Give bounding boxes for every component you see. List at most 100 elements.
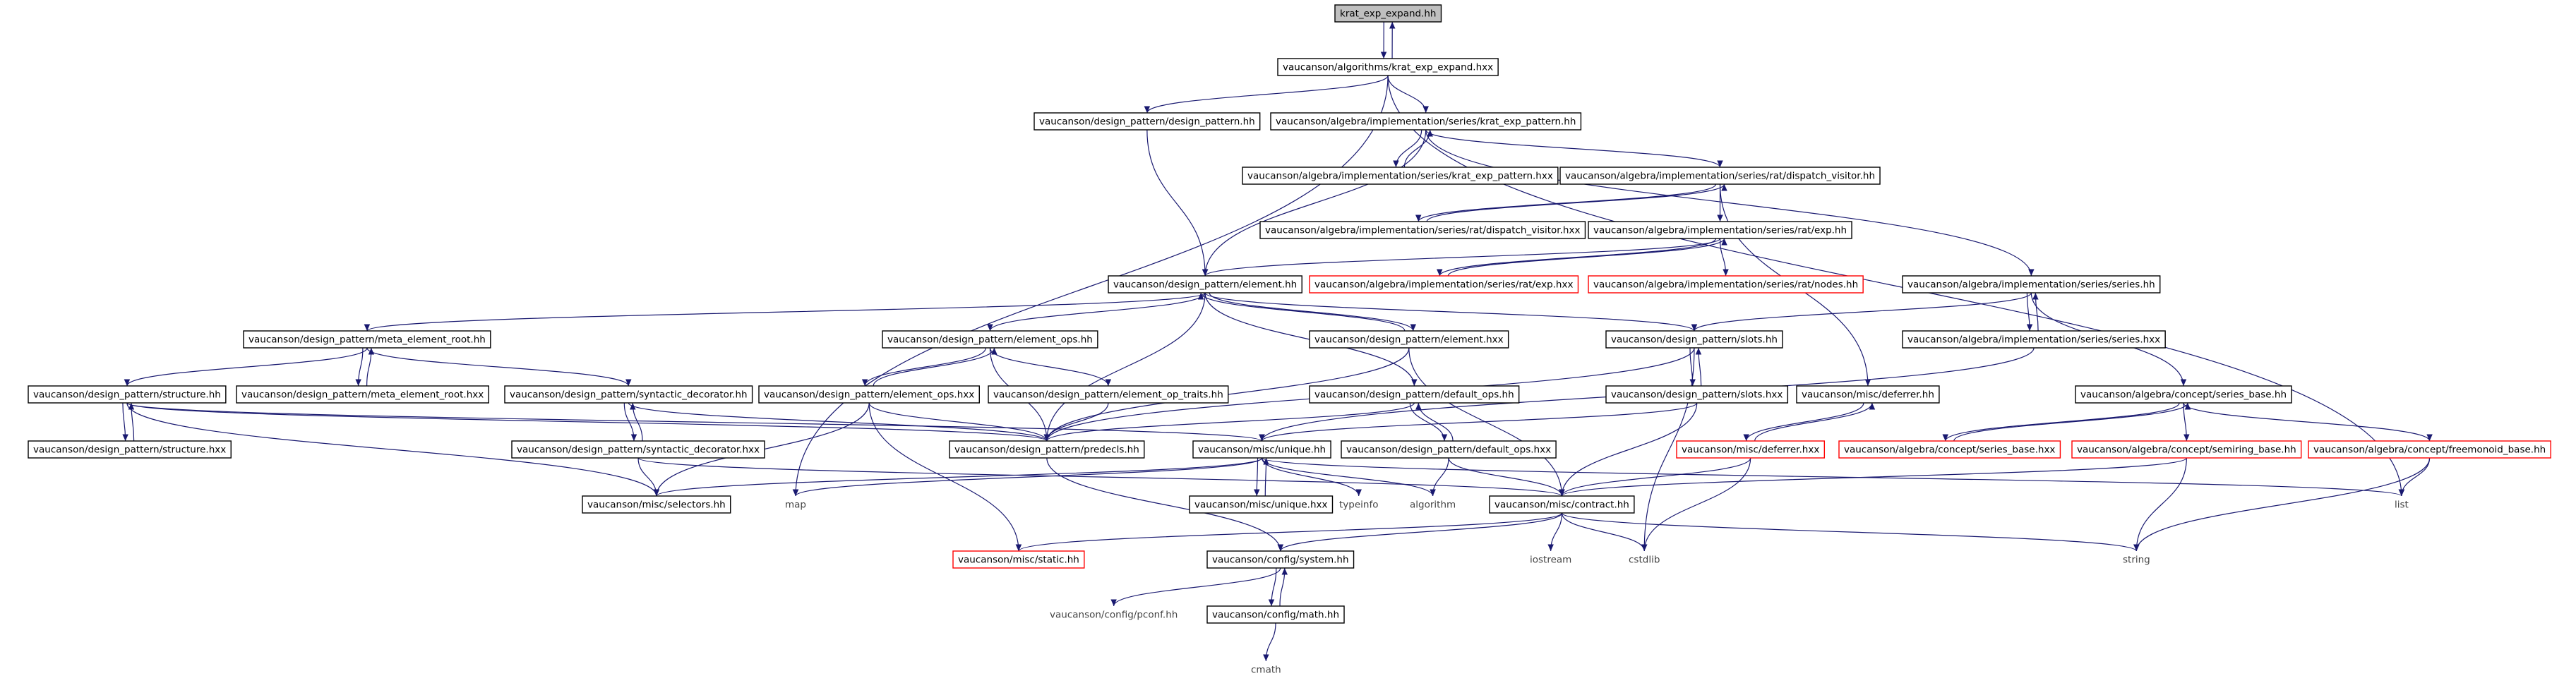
node-vaucanson-design-pattern-default-ops-hxx[interactable]: vaucanson/design_pattern/default_ops.hxx — [1341, 440, 1557, 459]
node-string[interactable]: string — [2118, 551, 2155, 568]
node-label: vaucanson/algebra/concept/semiring_base.… — [2077, 445, 2296, 456]
edge-n34-n46 — [2133, 457, 2431, 552]
node-vaucanson-misc-selectors-hh[interactable]: vaucanson/misc/selectors.hh — [582, 495, 731, 514]
node-vaucanson-design-pattern-design-pattern-hh[interactable]: vaucanson/design_pattern/design_pattern.… — [1034, 112, 1261, 131]
node-vaucanson-misc-deferrer-hxx[interactable]: vaucanson/misc/deferrer.hxx — [1676, 440, 1826, 459]
edge-n43-n47 — [1110, 567, 1281, 607]
node-vaucanson-design-pattern-default-ops-hh[interactable]: vaucanson/design_pattern/default_ops.hh — [1309, 385, 1520, 404]
node-vaucanson-design-pattern-element-hh[interactable]: vaucanson/design_pattern/element.hh — [1108, 275, 1302, 294]
edge-n33-n40 — [1559, 457, 2187, 497]
node-iostream[interactable]: iostream — [1525, 551, 1577, 568]
edge-n26-n17 — [128, 402, 135, 442]
edge-n25-n32 — [1942, 402, 2180, 442]
node-label: vaucanson/algebra/concept/series_base.hh — [2080, 389, 2287, 401]
node-vaucanson-design-pattern-element-ops-hxx[interactable]: vaucanson/design_pattern/element_ops.hxx — [758, 385, 980, 404]
node-label: vaucanson/algebra/implementation/series/… — [1907, 279, 2155, 291]
node-box — [1206, 550, 1355, 569]
edge-n3-n5 — [1425, 129, 1723, 168]
edge-n9-n7 — [1447, 238, 1727, 277]
edge-n12-n19 — [366, 347, 632, 387]
node-vaucanson-design-pattern-element-op-traits-hh[interactable]: vaucanson/design_pattern/element_op_trai… — [988, 385, 1229, 404]
node-typeinfo[interactable]: typeinfo — [1334, 496, 1384, 513]
node-box — [2118, 551, 2155, 568]
node-map[interactable]: map — [780, 496, 811, 513]
node-label: vaucanson/misc/deferrer.hh — [1802, 389, 1934, 401]
node-box — [2071, 440, 2302, 459]
node-vaucanson-design-pattern-predecls-hh[interactable]: vaucanson/design_pattern/predecls.hh — [949, 440, 1145, 459]
node-vaucanson-algebra-concept-series-base-hh[interactable]: vaucanson/algebra/concept/series_base.hh — [2075, 385, 2292, 404]
edge-n30-n40 — [1448, 457, 1565, 497]
node-vaucanson-design-pattern-meta-element-root-hxx[interactable]: vaucanson/design_pattern/meta_element_ro… — [236, 385, 489, 404]
node-vaucanson-algebra-implementation-series-series-hh[interactable]: vaucanson/algebra/implementation/series/… — [1902, 275, 2161, 294]
node-vaucanson-misc-unique-hxx[interactable]: vaucanson/misc/unique.hxx — [1189, 495, 1334, 514]
node-vaucanson-algebra-implementation-series-krat-exp-pattern-hh[interactable]: vaucanson/algebra/implementation/series/… — [1270, 112, 1582, 131]
node-box — [1341, 440, 1557, 459]
node-vaucanson-misc-unique-hh[interactable]: vaucanson/misc/unique.hh — [1192, 440, 1331, 459]
node-box — [504, 385, 753, 404]
node-vaucanson-algebra-implementation-series-series-hxx[interactable]: vaucanson/algebra/implementation/series/… — [1902, 330, 2166, 349]
node-vaucanson-design-pattern-structure-hxx[interactable]: vaucanson/design_pattern/structure.hxx — [28, 440, 232, 459]
node-box — [758, 385, 980, 404]
edge-n25-n33 — [2183, 402, 2190, 442]
node-label: vaucanson/algebra/concept/series_base.hx… — [1844, 445, 2055, 456]
node-vaucanson-design-pattern-syntactic-decorator-hxx[interactable]: vaucanson/design_pattern/syntactic_decor… — [511, 440, 765, 459]
edge-n19-n27 — [623, 402, 637, 442]
node-cmath[interactable]: cmath — [1246, 661, 1286, 678]
edge-n3-n8 — [1202, 129, 1427, 277]
node-vaucanson-algebra-implementation-series-rat-exp-hxx[interactable]: vaucanson/algebra/implementation/series/… — [1309, 275, 1579, 294]
edge-n11-n15 — [1691, 292, 2032, 332]
edge-n8-n28 — [1043, 292, 1206, 442]
node-vaucanson-algebra-implementation-series-krat-exp-pattern-hxx[interactable]: vaucanson/algebra/implementation/series/… — [1242, 167, 1559, 185]
node-vaucanson-algebra-implementation-series-rat-nodes-hh[interactable]: vaucanson/algebra/implementation/series/… — [1588, 275, 1864, 294]
node-box — [236, 385, 489, 404]
edge-n16-n11 — [2032, 292, 2039, 332]
edge-n1-n3 — [1387, 75, 1430, 114]
edge-n19-n28 — [628, 402, 1050, 442]
node-label: vaucanson/misc/unique.hh — [1198, 445, 1326, 456]
node-vaucanson-config-pconf-hh[interactable]: vaucanson/config/pconf.hh — [1045, 606, 1183, 623]
node-box — [1902, 330, 2166, 349]
edge-n27-n40 — [637, 457, 1565, 497]
node-vaucanson-config-math-hh[interactable]: vaucanson/config/math.hh — [1206, 605, 1345, 624]
node-vaucanson-algebra-concept-semiring-base-hh[interactable]: vaucanson/algebra/concept/semiring_base.… — [2071, 440, 2302, 459]
edge-n14-n8 — [1197, 292, 1406, 332]
node-vaucanson-design-pattern-syntactic-decorator-hh[interactable]: vaucanson/design_pattern/syntactic_decor… — [504, 385, 753, 404]
node-box — [1246, 661, 1286, 678]
node-vaucanson-algebra-implementation-series-rat-dispatch-visitor-hh[interactable]: vaucanson/algebra/implementation/series/… — [1559, 167, 1881, 185]
node-vaucanson-algebra-concept-freemonoid-base-hh[interactable]: vaucanson/algebra/concept/freemonoid_bas… — [2308, 440, 2551, 459]
node-vaucanson-misc-static-hh[interactable]: vaucanson/misc/static.hh — [952, 550, 1085, 569]
edge-n17-n29 — [126, 402, 1265, 442]
node-vaucanson-algebra-implementation-series-rat-dispatch-visitor-hxx[interactable]: vaucanson/algebra/implementation/series/… — [1259, 221, 1586, 239]
node-list[interactable]: list — [2390, 496, 2414, 513]
node-box — [1624, 551, 1665, 568]
node-box — [882, 330, 1098, 349]
edge-n31-n24 — [1754, 402, 1876, 442]
edge-n40-n46 — [1561, 512, 2140, 552]
node-vaucanson-algorithms-krat-exp-expand-hxx[interactable]: vaucanson/algorithms/krat_exp_expand.hxx — [1277, 58, 1499, 76]
node-vaucanson-design-pattern-slots-hh[interactable]: vaucanson/design_pattern/slots.hh — [1605, 330, 1783, 349]
node-cstdlib[interactable]: cstdlib — [1624, 551, 1665, 568]
edge-n8-n14 — [1209, 292, 1417, 332]
node-vaucanson-design-pattern-structure-hh[interactable]: vaucanson/design_pattern/structure.hh — [28, 385, 227, 404]
node-vaucanson-design-pattern-element-ops-hh[interactable]: vaucanson/design_pattern/element_ops.hh — [882, 330, 1098, 349]
node-box — [988, 385, 1229, 404]
node-vaucanson-config-system-hh[interactable]: vaucanson/config/system.hh — [1206, 550, 1355, 569]
edge-n29-n36 — [792, 457, 1263, 497]
node-box — [1192, 440, 1331, 459]
node-box — [1189, 495, 1334, 514]
node-vaucanson-design-pattern-slots-hxx[interactable]: vaucanson/design_pattern/slots.hxx — [1605, 385, 1789, 404]
edge-n7-n9 — [1437, 238, 1717, 277]
edge-n1-n2 — [1144, 75, 1389, 114]
node-label: vaucanson/config/math.hh — [1212, 610, 1339, 621]
node-vaucanson-algebra-implementation-series-rat-exp-hh[interactable]: vaucanson/algebra/implementation/series/… — [1588, 221, 1852, 239]
node-vaucanson-algebra-concept-series-base-hxx[interactable]: vaucanson/algebra/concept/series_base.hx… — [1838, 440, 2061, 459]
node-algorithm[interactable]: algorithm — [1405, 496, 1461, 513]
node-vaucanson-misc-contract-hh[interactable]: vaucanson/misc/contract.hh — [1489, 495, 1635, 514]
node-box — [1309, 385, 1520, 404]
node-vaucanson-design-pattern-meta-element-root-hh[interactable]: vaucanson/design_pattern/meta_element_ro… — [243, 330, 491, 349]
node-vaucanson-design-pattern-element-hxx[interactable]: vaucanson/design_pattern/element.hxx — [1309, 330, 1509, 349]
edge-n27-n19 — [629, 402, 643, 442]
node-vaucanson-misc-deferrer-hh[interactable]: vaucanson/misc/deferrer.hh — [1796, 385, 1940, 404]
node-krat-exp-expand-hh[interactable]: krat_exp_expand.hh — [1334, 4, 1442, 23]
